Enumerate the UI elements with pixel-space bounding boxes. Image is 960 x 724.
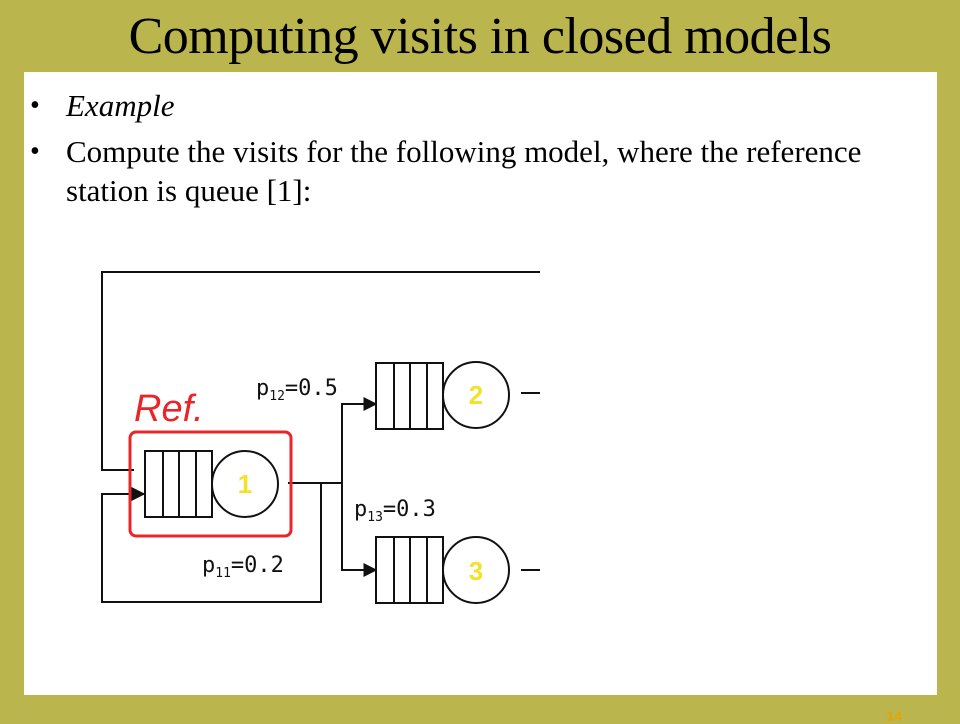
station-2: 2 xyxy=(375,361,510,430)
reference-box xyxy=(128,430,293,538)
server-circle xyxy=(211,450,279,518)
bullet-item: • Compute the visits for the following m… xyxy=(24,132,924,210)
reference-label: Ref. xyxy=(134,388,204,430)
slide-content: • Example • Compute the visits for the f… xyxy=(24,72,937,695)
slide-title: Computing visits in closed models xyxy=(128,8,832,65)
bullet-dot-icon: • xyxy=(30,90,40,121)
server-circle xyxy=(442,361,510,429)
station-label: 3 xyxy=(469,556,483,586)
prob-label-p11: p11=0.2 xyxy=(202,553,284,581)
prob-label-p13: p13=0.3 xyxy=(354,497,436,525)
bullet-item: • Example xyxy=(24,86,924,125)
server-circle xyxy=(442,536,510,604)
link-self-loop xyxy=(101,483,322,603)
network-links xyxy=(101,271,540,603)
link-to-queue-2 xyxy=(341,397,378,483)
bullet-text: Example xyxy=(66,88,175,123)
station-3: 3 xyxy=(375,536,510,604)
return-path-line xyxy=(101,271,540,471)
queueing-network-diagram: Ref. 1 2 3 p xyxy=(101,271,540,604)
prob-label-p12: p12=0.5 xyxy=(256,376,338,404)
bullet-text: Compute the visits for the following mod… xyxy=(66,134,862,208)
station-1: 1 xyxy=(144,450,279,518)
bullet-list: • Example • Compute the visits for the f… xyxy=(24,86,924,210)
station-label: 2 xyxy=(469,380,483,410)
bullet-dot-icon: • xyxy=(30,136,40,167)
return-path-line xyxy=(521,393,540,571)
link-to-queue-3 xyxy=(341,483,378,577)
station-label: 1 xyxy=(238,469,252,499)
page-number: 14 xyxy=(886,708,902,724)
